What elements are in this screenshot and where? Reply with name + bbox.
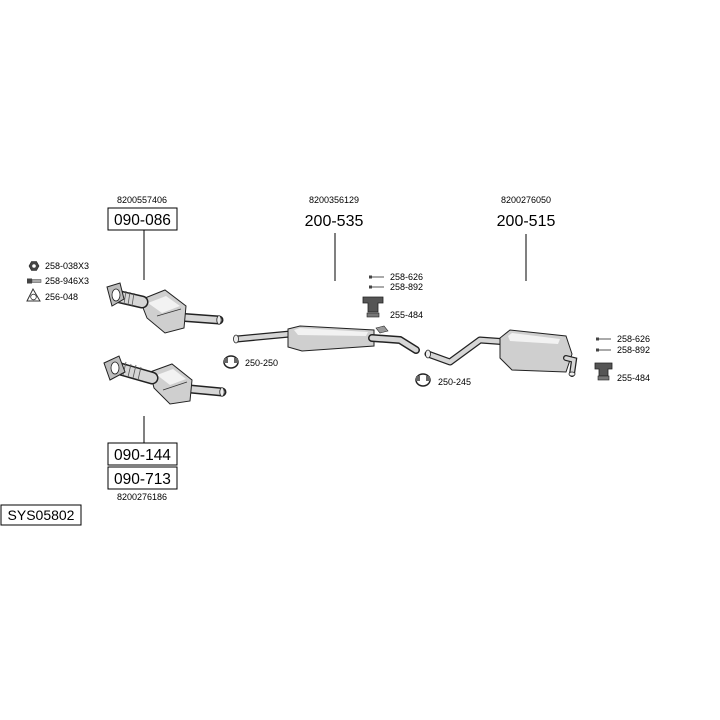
part-number-catalyst-lower-2[interactable]: 090-713 bbox=[114, 471, 171, 488]
diagram-code-box bbox=[0, 504, 82, 526]
accessory-middle-mount-2-label[interactable]: 258-892 bbox=[390, 282, 423, 292]
accessory-rear-mount-3-label[interactable]: 255-484 bbox=[617, 373, 650, 383]
accessory-middle-clamp-label[interactable]: 250-250 bbox=[245, 358, 278, 368]
part-number-catalyst-upper[interactable]: 090-086 bbox=[114, 212, 171, 229]
accessory-middle-mount-3-label[interactable]: 255-484 bbox=[390, 310, 423, 320]
oem-number-rear-silencer: 8200276050 bbox=[501, 195, 551, 205]
rubber-mount-icon bbox=[594, 362, 613, 381]
nut-icon bbox=[28, 261, 40, 271]
bolt-icon bbox=[596, 348, 611, 352]
part-number-rear-silencer[interactable]: 200-515 bbox=[497, 213, 556, 230]
part-number-middle-silencer[interactable]: 200-535 bbox=[305, 213, 364, 230]
accessory-rear-clamp-label[interactable]: 250-245 bbox=[438, 377, 471, 387]
part-box-catalyst-lower-1[interactable] bbox=[107, 442, 178, 466]
catalyst-lower-part[interactable] bbox=[103, 355, 227, 405]
gasket-icon bbox=[26, 287, 41, 302]
diagram-code: SYS05802 bbox=[8, 507, 75, 523]
rear-silencer-part[interactable] bbox=[424, 329, 578, 377]
rubber-mount-icon bbox=[362, 296, 384, 318]
part-box-catalyst-lower-2[interactable] bbox=[107, 466, 178, 490]
bolt-icon bbox=[596, 337, 611, 341]
accessory-left-2-label[interactable]: 258-946X3 bbox=[45, 276, 89, 286]
oem-number-middle-silencer: 8200356129 bbox=[309, 195, 359, 205]
catalyst-upper-part[interactable] bbox=[106, 282, 224, 334]
accessory-rear-mount-1-label[interactable]: 258-626 bbox=[617, 334, 650, 344]
accessory-left-1-label[interactable]: 258-038X3 bbox=[45, 261, 89, 271]
part-box-catalyst-upper[interactable] bbox=[107, 207, 178, 231]
clamp-icon bbox=[415, 373, 431, 387]
bolt-icon bbox=[369, 275, 384, 279]
part-number-catalyst-lower-1[interactable]: 090-144 bbox=[114, 447, 171, 464]
bolt-icon bbox=[369, 285, 384, 289]
clamp-icon bbox=[223, 355, 239, 369]
accessory-middle-mount-1-label[interactable]: 258-626 bbox=[390, 272, 423, 282]
bolt-icon bbox=[27, 278, 42, 284]
middle-silencer-part[interactable] bbox=[233, 325, 420, 354]
accessory-rear-mount-2-label[interactable]: 258-892 bbox=[617, 345, 650, 355]
oem-number-catalyst-upper: 8200557406 bbox=[117, 195, 167, 205]
accessory-left-3-label[interactable]: 256-048 bbox=[45, 292, 78, 302]
oem-number-catalyst-lower: 8200276186 bbox=[117, 492, 167, 502]
